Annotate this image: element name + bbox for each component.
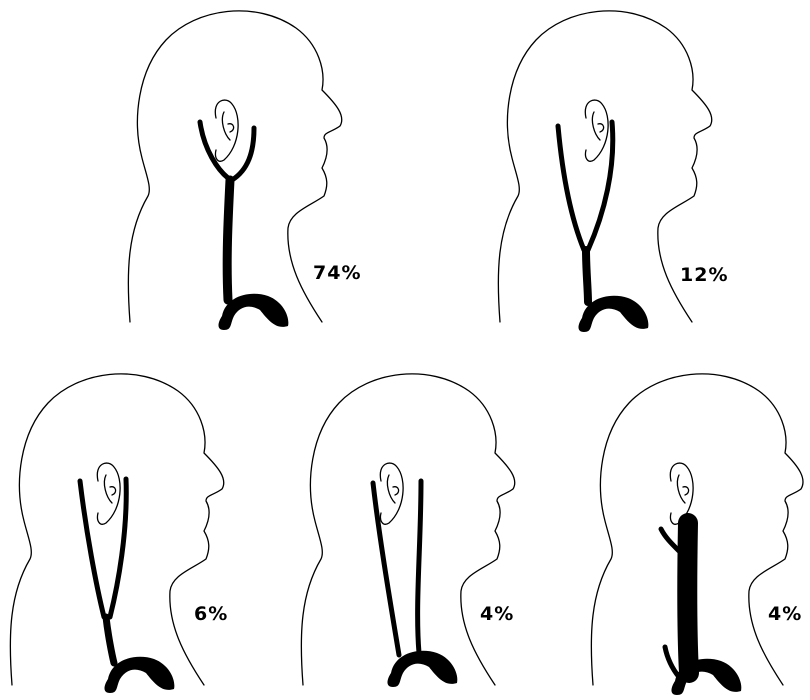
head-figure-4: 4% <box>285 355 545 700</box>
ear-icon <box>380 463 403 524</box>
vessel-thick-trunk <box>687 523 689 673</box>
head-figure-2: 12% <box>470 0 730 340</box>
ear-icon <box>585 100 608 161</box>
vessel-side-branch-upper <box>661 529 679 551</box>
percentage-label: 4% <box>480 603 514 625</box>
head-figure-4-drawing <box>285 355 545 700</box>
vessel-right <box>418 481 421 653</box>
head-figure-5-drawing <box>575 355 810 700</box>
ear-icon <box>215 100 238 161</box>
vessel-left-branch <box>558 126 584 250</box>
percentage-label: 74% <box>313 262 361 284</box>
head-outline <box>128 11 341 322</box>
head-outline <box>10 374 223 685</box>
head-outline <box>301 374 514 685</box>
head-figure-3-drawing <box>0 355 260 700</box>
ear-icon <box>97 463 120 524</box>
head-figure-2-drawing <box>470 0 730 340</box>
vessel-right-branch <box>588 122 613 250</box>
head-figure-5: 4% <box>575 355 810 700</box>
vessel-left <box>373 483 399 655</box>
head-figure-1: 74% <box>100 0 360 340</box>
vessel-side-branch-lower <box>665 647 679 677</box>
vessel-left-branch <box>80 481 104 617</box>
head-figure-1-drawing <box>100 0 360 340</box>
vessel-trunk <box>106 617 114 663</box>
vessel-trunk <box>227 180 230 300</box>
vessel-trunk <box>586 250 588 302</box>
percentage-label: 4% <box>768 603 802 625</box>
percentage-label: 12% <box>680 264 728 286</box>
vessel-right-branch <box>110 479 126 617</box>
vessel-right-branch <box>232 128 254 180</box>
percentage-label: 6% <box>194 603 228 625</box>
head-figure-3: 6% <box>0 355 260 700</box>
